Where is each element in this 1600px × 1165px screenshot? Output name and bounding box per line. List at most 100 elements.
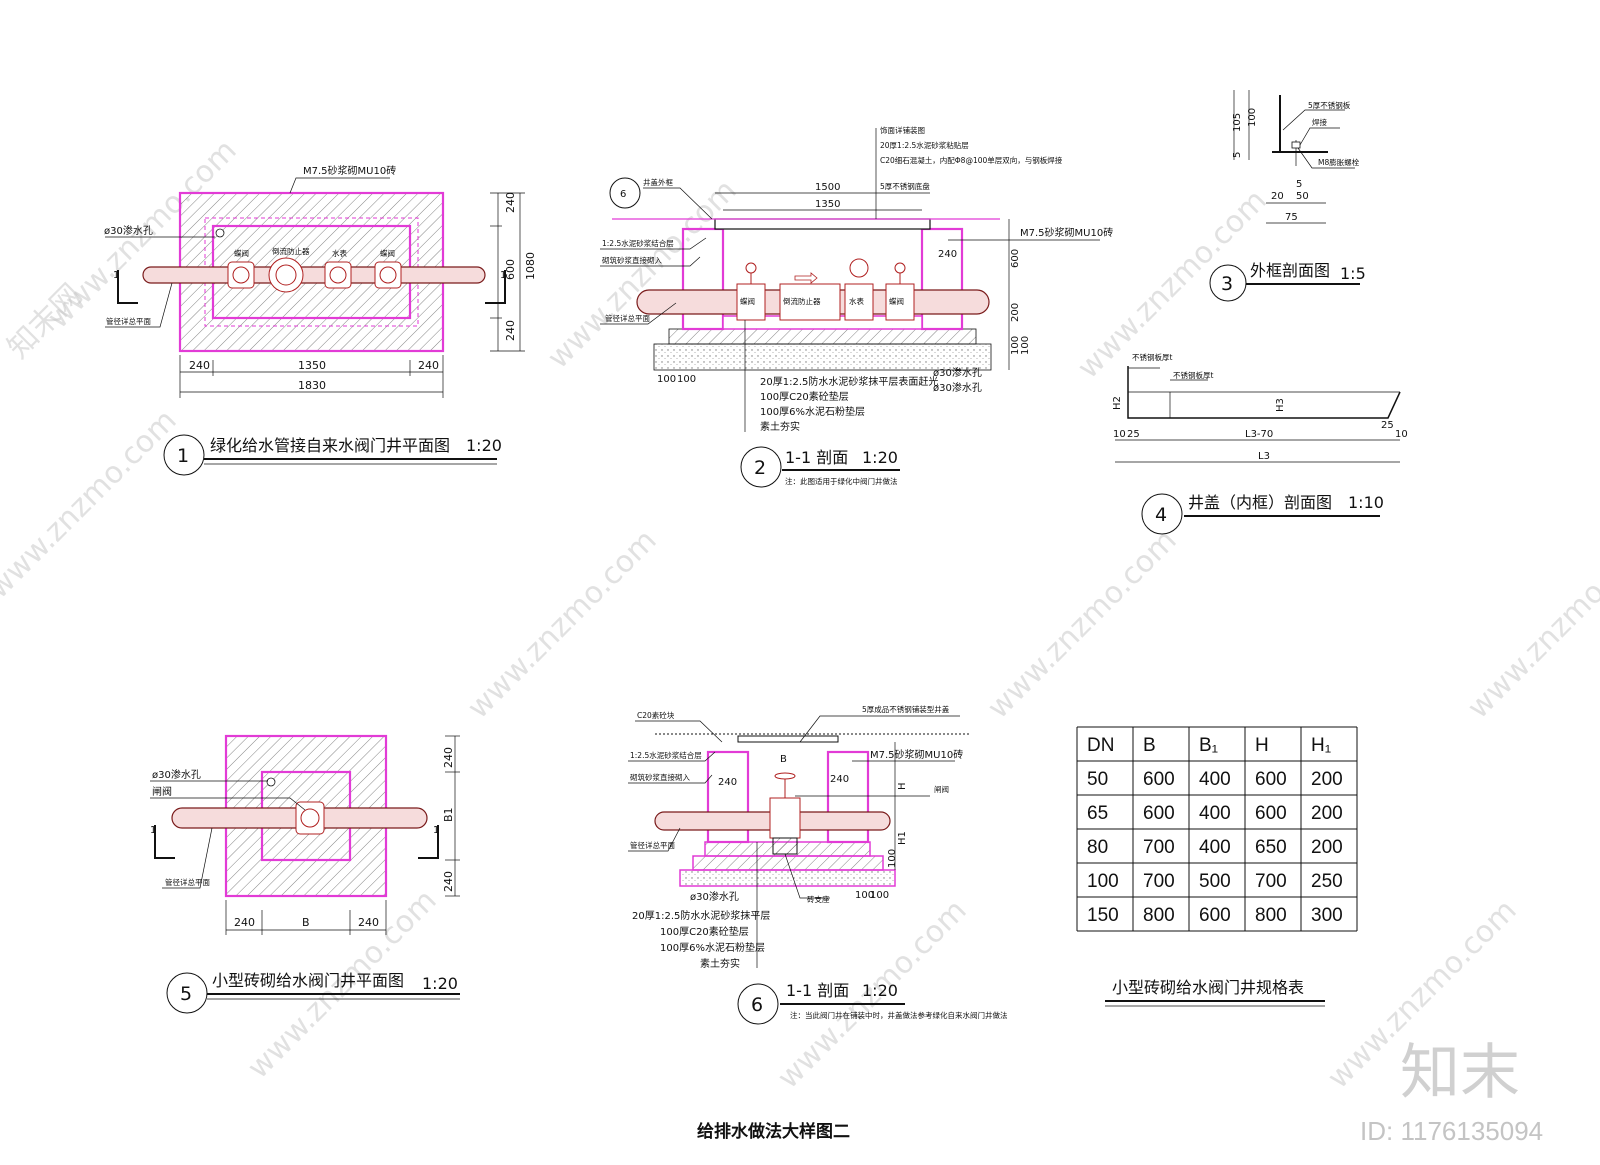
- svg-text:240: 240: [358, 916, 379, 929]
- table-header-cell: H₁: [1311, 735, 1331, 756]
- ref-number: 6: [620, 189, 626, 200]
- table-cell: 600: [1199, 905, 1231, 926]
- valve-icon: [379, 266, 397, 284]
- label-valve2: 蝶阀: [380, 248, 395, 258]
- water-pipe: [142, 266, 486, 284]
- svg-text:1500: 1500: [815, 182, 840, 193]
- flow-arrow-icon: [794, 272, 818, 284]
- valve-icon: [300, 808, 320, 828]
- label-hole: ø30渗水孔: [104, 224, 153, 237]
- backflow-preventer: [268, 257, 304, 293]
- right-wall: [826, 750, 870, 844]
- butterfly-valve-1: [736, 283, 766, 321]
- svg-text:M7.5砂浆砌MU10砖: M7.5砂浆砌MU10砖: [870, 748, 963, 761]
- concrete-layer: [668, 328, 977, 345]
- detail-3-frame-section: 5厚不锈钢板 焊接 M8膨胀螺栓 105 100 5 5 20 50 75 3 …: [1209, 90, 1366, 302]
- svg-text:C20细石混凝土，内配Φ8@100单层双向，与钢板焊接: C20细石混凝土，内配Φ8@100单层双向，与钢板焊接: [880, 155, 1063, 165]
- table-cell: 400: [1199, 803, 1231, 824]
- svg-text:600: 600: [504, 259, 517, 280]
- detail-number-bubble: [1141, 493, 1183, 535]
- scale-text: 1:10: [1348, 493, 1384, 512]
- svg-text:H: H: [897, 782, 908, 790]
- svg-text:20厚1:2.5防水水泥砂浆抹平层: 20厚1:2.5防水水泥砂浆抹平层: [632, 909, 770, 922]
- water-meter: [844, 283, 874, 321]
- svg-text:5: 5: [180, 983, 192, 1005]
- left-wall: [706, 750, 750, 844]
- ref-bubble: [609, 177, 641, 209]
- svg-text:50: 50: [1296, 191, 1309, 202]
- cover-slab: [714, 218, 931, 230]
- gravel-layer: [653, 343, 992, 371]
- dimension-right: 240 600 240 1080: [490, 192, 537, 352]
- svg-text:3: 3: [1221, 273, 1233, 295]
- table-cell: 300: [1311, 905, 1343, 926]
- svg-text:4: 4: [1155, 504, 1167, 526]
- scale-text: 1:5: [1340, 264, 1366, 283]
- dimension-bottom: 240 1350 240 1830: [179, 355, 444, 398]
- svg-text:20厚1:2.5水泥砂浆粘贴层: 20厚1:2.5水泥砂浆粘贴层: [880, 140, 969, 150]
- label-meter: 水表: [332, 248, 347, 258]
- svg-text:240: 240: [234, 916, 255, 929]
- svg-text:10: 10: [1113, 429, 1126, 440]
- svg-text:75: 75: [1285, 212, 1298, 223]
- butterfly-valve-2: [374, 261, 402, 289]
- label-backflow: 倒流防止器: [272, 246, 310, 256]
- scale-text: 1:20: [422, 974, 458, 993]
- svg-text:砌筑砂浆直接砌入: 砌筑砂浆直接砌入: [630, 772, 690, 782]
- dimension-right: 240 B1 240: [442, 735, 460, 897]
- watermark-text: www.znzmo.com: [0, 403, 184, 606]
- svg-text:闸阀: 闸阀: [152, 785, 172, 798]
- table-cell: 600: [1143, 769, 1175, 790]
- table-header-cell: H: [1255, 735, 1269, 756]
- title-text: 小型砖砌给水阀门井平面图: [212, 971, 404, 990]
- right-wall: [920, 227, 964, 331]
- svg-text:6: 6: [751, 994, 763, 1016]
- svg-text:H2: H2: [1112, 396, 1123, 410]
- label-backflow: 倒流防止器: [783, 296, 821, 306]
- svg-text:240: 240: [418, 359, 439, 372]
- svg-text:ø30渗水孔: ø30渗水孔: [690, 890, 739, 903]
- svg-text:1: 1: [433, 825, 439, 836]
- svg-text:20: 20: [1271, 191, 1284, 202]
- table-cell: 600: [1143, 803, 1175, 824]
- svg-text:焊接: 焊接: [1312, 117, 1328, 127]
- watermark-brand: 知末: [1400, 1038, 1520, 1108]
- svg-text:25: 25: [1381, 420, 1394, 431]
- watermark-id: ID: 1176135094: [1360, 1116, 1543, 1146]
- sheet-title: 给排水做法大样图二: [697, 1121, 850, 1142]
- svg-text:5厚不锈钢板: 5厚不锈钢板: [1308, 100, 1351, 110]
- scale-text: 1:20: [466, 436, 502, 455]
- table-cell: 700: [1143, 871, 1175, 892]
- table-cell: 50: [1087, 769, 1108, 790]
- detail-6-section: C20素砼块 5厚成品不锈钢铺装型井盖 1:2.5水泥砂浆结合层 砌筑砂浆直接砌…: [628, 704, 1008, 1025]
- svg-text:素土夯实: 素土夯实: [700, 957, 740, 970]
- svg-text:5厚不锈钢底盘: 5厚不锈钢底盘: [880, 181, 930, 191]
- detail-5-plan: ø30渗水孔 闸阀 管径详总平面 1 1 240 B 240 240 B1: [150, 734, 460, 1014]
- label-cover-frame: 井盖外框: [643, 177, 673, 187]
- svg-text:5厚成品不锈钢铺装型井盖: 5厚成品不锈钢铺装型井盖: [862, 704, 950, 714]
- svg-text:ø30渗水孔: ø30渗水孔: [933, 366, 982, 379]
- table-cell: 65: [1087, 803, 1108, 824]
- table-header-cell: B: [1143, 735, 1156, 756]
- scale-text: 1:20: [862, 981, 898, 1000]
- svg-text:100厚6%水泥石粉垫层: 100厚6%水泥石粉垫层: [660, 941, 765, 954]
- table-cell: 800: [1255, 905, 1287, 926]
- callout-top-right: 饰面详铺装图 20厚1:2.5水泥砂浆粘贴层 C20细石混凝土，内配Φ8@100…: [875, 125, 1063, 219]
- svg-text:1350: 1350: [815, 199, 840, 210]
- svg-text:200: 200: [1010, 303, 1021, 322]
- table-cell: 400: [1199, 837, 1231, 858]
- table-header-cell: B₁: [1199, 735, 1218, 756]
- svg-text:饰面详铺装图: 饰面详铺装图: [880, 125, 925, 135]
- table-cell: 200: [1311, 769, 1343, 790]
- svg-text:管径详总平面: 管径详总平面: [630, 840, 675, 850]
- label-valve2: 蝶阀: [889, 296, 904, 306]
- meter-icon: [329, 266, 347, 284]
- watermark-text: www.znzmo.com: [1461, 523, 1600, 726]
- title-text: 绿化给水管接自来水阀门井平面图: [210, 436, 450, 455]
- detail-1-title: 1 绿化给水管接自来水阀门井平面图 1:20: [163, 434, 502, 476]
- svg-text:240: 240: [442, 747, 455, 768]
- leader-pipe: [105, 282, 173, 328]
- scale-text: 1:20: [862, 448, 898, 467]
- svg-text:100: 100: [1020, 336, 1031, 355]
